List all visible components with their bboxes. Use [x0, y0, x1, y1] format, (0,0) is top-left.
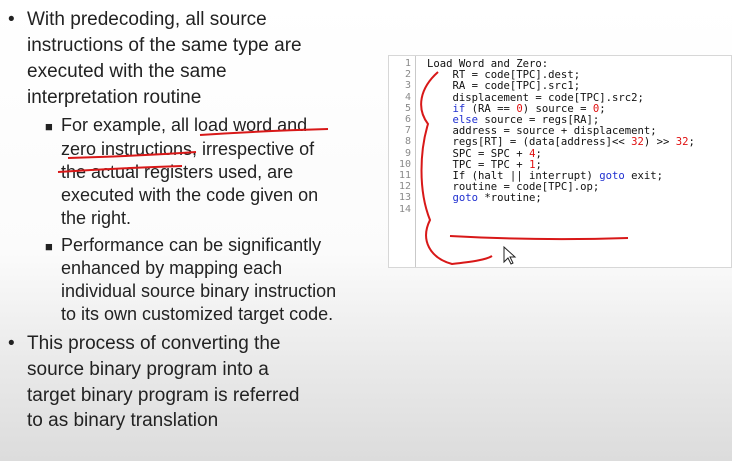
sub-bullet-1-line-5: the right. — [61, 208, 132, 228]
sub-bullet-2-line-2: enhanced by mapping each — [61, 258, 283, 278]
bullet-2-line-1: This process of converting the — [27, 333, 281, 354]
code-line: TPC = TPC + 1; — [427, 158, 542, 171]
line-number: 9 — [404, 147, 411, 159]
bullet-1-line-3: executed with the same — [27, 61, 227, 82]
code-line: if (RA == 0) source = 0; — [452, 102, 606, 115]
sub-bullet-2-line-4: to its own customized target code. — [61, 304, 334, 324]
bullet-1-line-4: interpretation routine — [27, 87, 202, 108]
code-line: Load Word and Zero: — [427, 58, 549, 70]
bullet-marker: • — [8, 9, 15, 30]
bullet-1-line-2: instructions of the same type are — [27, 35, 302, 56]
bullet-2-line-2: source binary program into a — [27, 359, 269, 380]
sub-bullet-marker: ■ — [45, 239, 53, 254]
bullet-1-line-1: With predecoding, all source — [27, 9, 267, 30]
line-number: 4 — [404, 91, 411, 103]
sub-bullet-marker: ■ — [45, 119, 53, 134]
sub-bullet-1-line-2: zero instructions, irrespective of — [61, 139, 315, 159]
code-line: routine = code[TPC].op; — [427, 181, 600, 194]
code-line: If (halt || interrupt) goto exit; — [427, 170, 664, 182]
code-line: goto *routine; — [452, 192, 542, 205]
line-number: 1 — [404, 58, 411, 69]
sub-bullet-2-line-3: individual source binary instruction — [61, 281, 337, 301]
bullet-marker: • — [8, 333, 15, 354]
line-number: 8 — [404, 136, 411, 148]
code-line: SPC = SPC + 4; — [427, 147, 542, 160]
line-number: 13 — [398, 192, 411, 204]
line-number: 14 — [398, 203, 411, 215]
code-line: RT = code[TPC].dest; — [427, 69, 581, 82]
line-number: 10 — [398, 158, 411, 170]
line-number: 5 — [404, 102, 411, 114]
line-number: 12 — [398, 181, 411, 193]
code-line: regs[RT] = (data[address]<< 32) >> 32; — [427, 136, 695, 149]
sub-bullet-1-line-1: For example, all load word and — [61, 115, 308, 135]
sub-bullet-1-line-4: executed with the code given on — [61, 185, 319, 205]
code-line: address = source + displacement; — [427, 125, 657, 138]
line-number: 11 — [398, 170, 411, 181]
code-line: displacement = code[TPC].src2; — [427, 91, 644, 104]
line-number: 3 — [404, 80, 411, 92]
line-number: 6 — [404, 114, 411, 125]
bullet-2-line-3: target binary program is referred — [27, 385, 300, 406]
line-number: 7 — [404, 125, 411, 137]
bullet-2-line-4: to as binary translation — [27, 410, 219, 431]
code-line: else source = regs[RA]; — [452, 114, 600, 126]
sub-bullet-2-line-1: Performance can be significantly — [61, 235, 322, 255]
code-line: RA = code[TPC].src1; — [427, 80, 581, 93]
sub-bullet-1-line-3: the actual registers used, are — [61, 162, 294, 182]
line-number: 2 — [404, 69, 411, 81]
